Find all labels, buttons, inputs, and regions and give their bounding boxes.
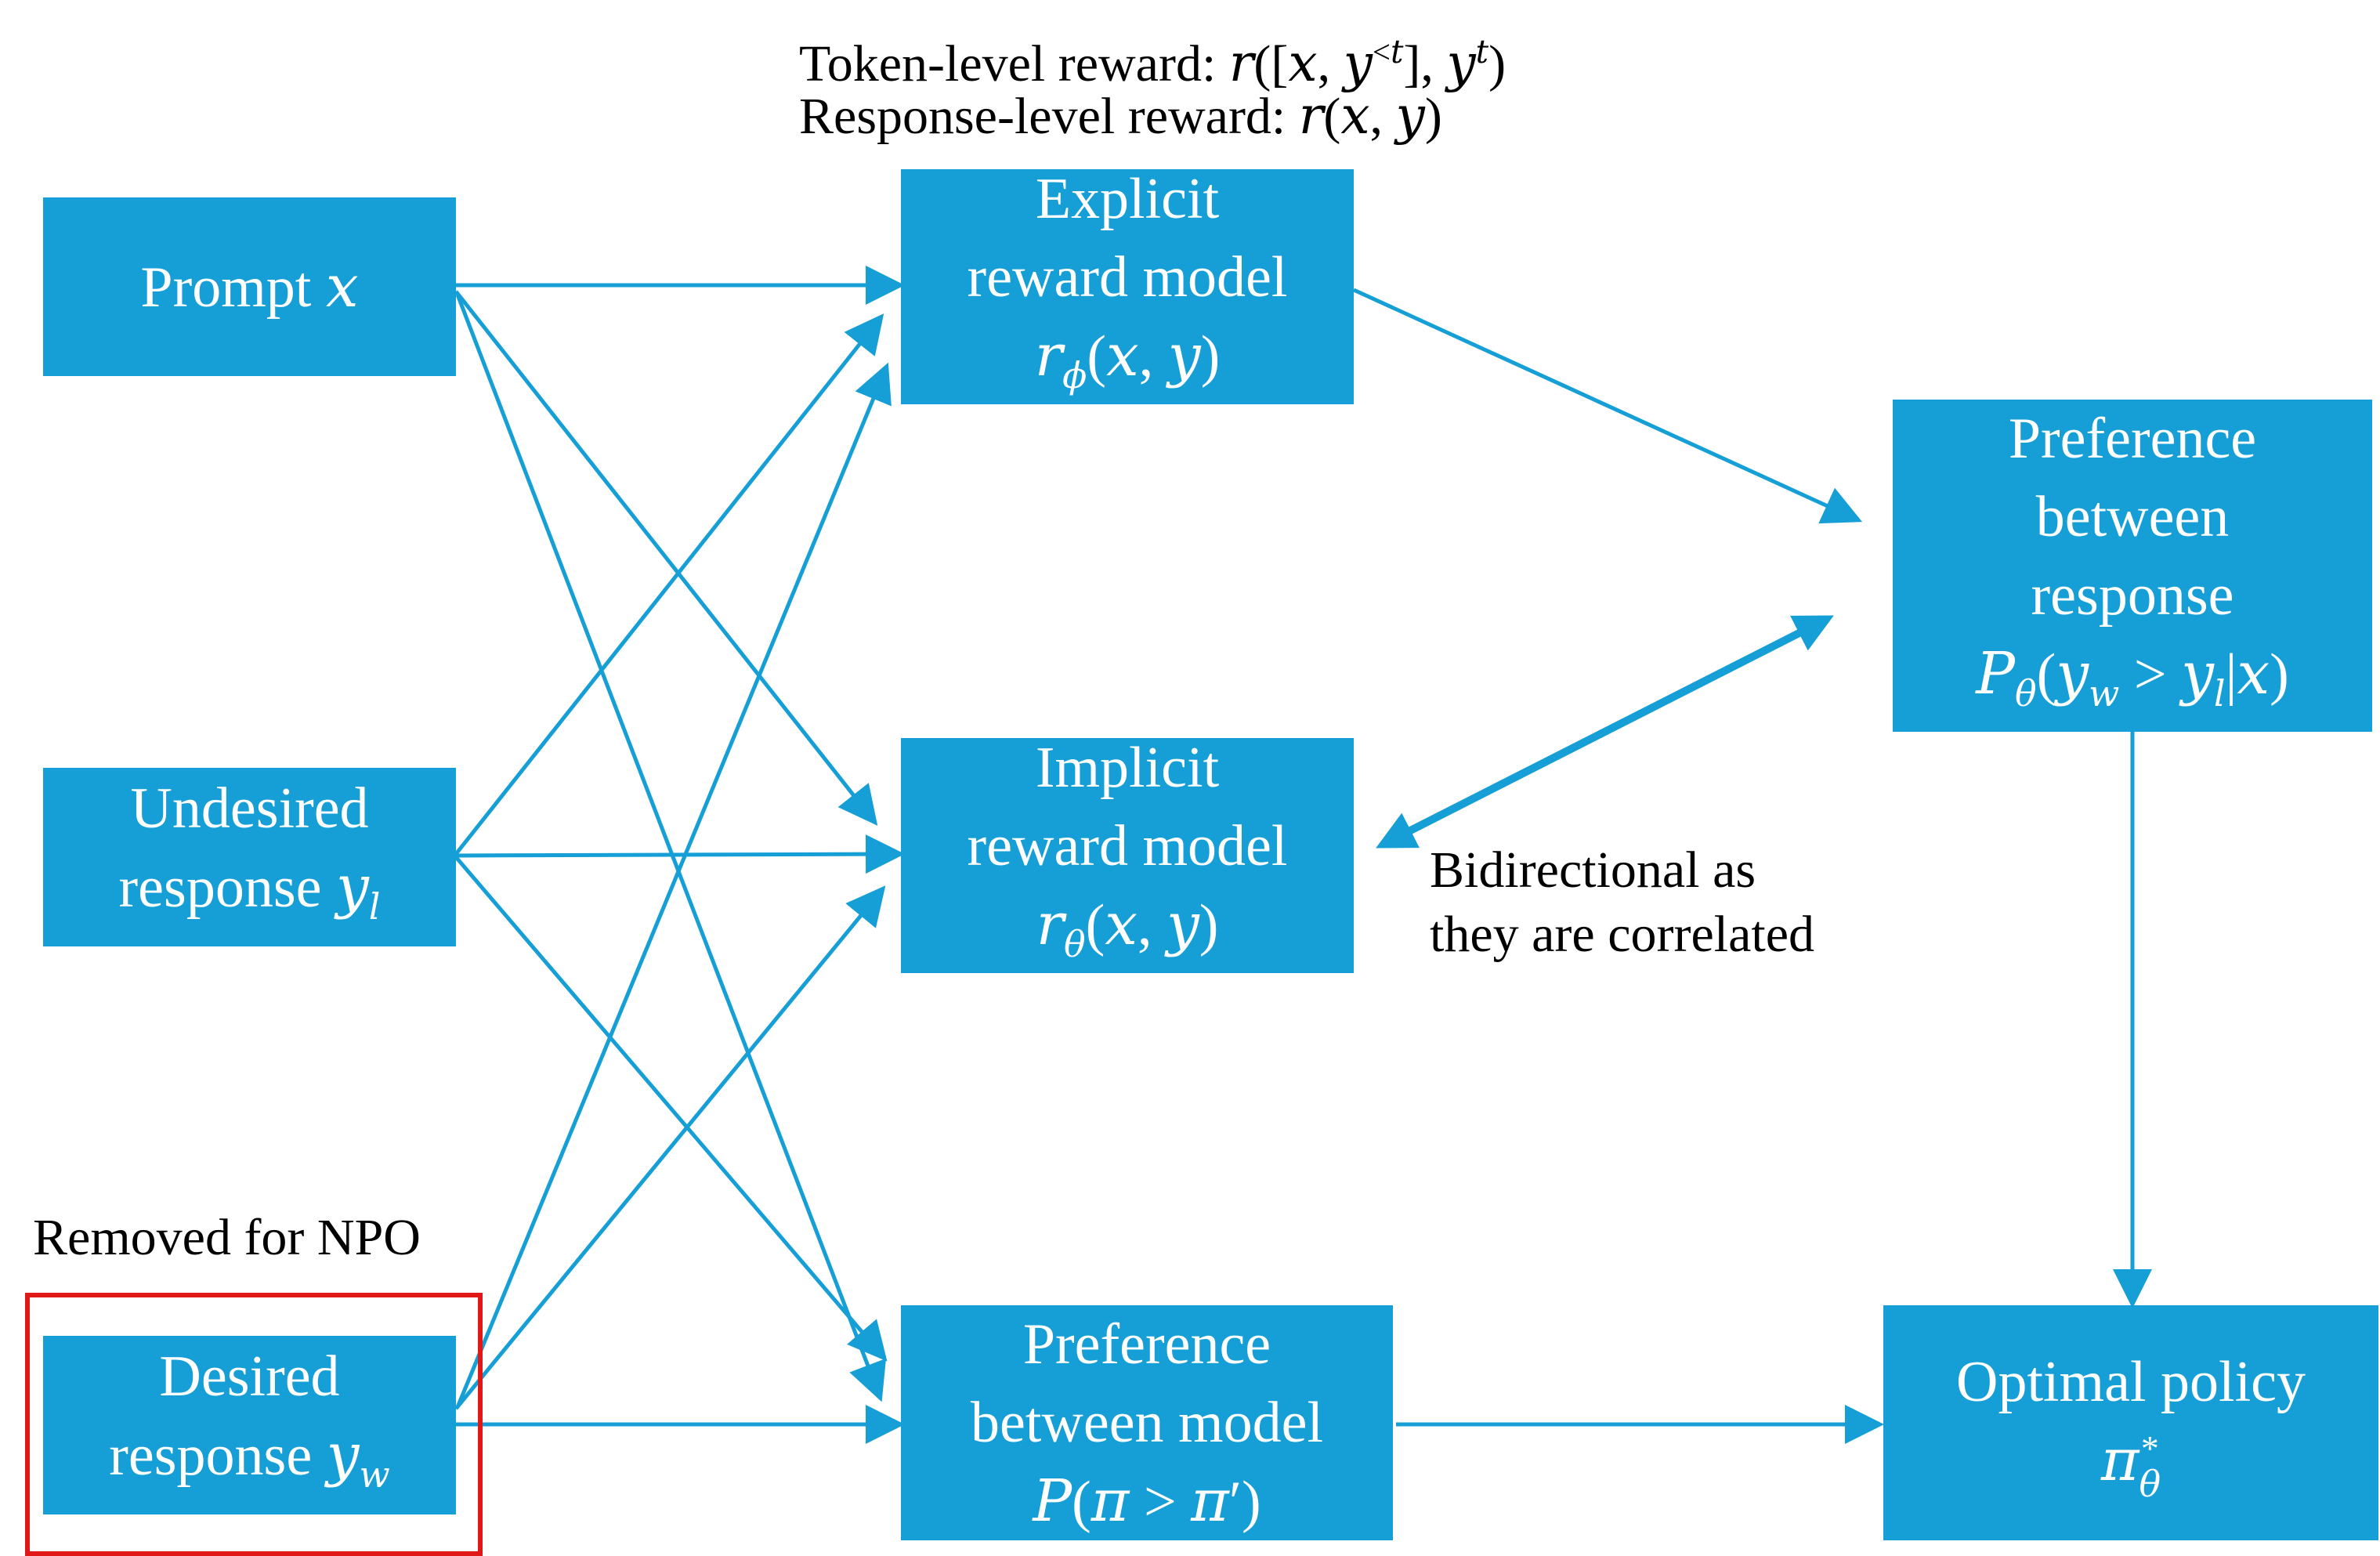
prompt-label: Prompt	[140, 255, 326, 320]
token-reward-label: Token-level reward:	[799, 35, 1229, 92]
node-desired-response: Desired response yw	[43, 1336, 456, 1514]
optimal-line1: Optimal policy	[1956, 1350, 2306, 1415]
pref-model-line2: between model	[971, 1390, 1323, 1455]
edge-desired-explicit	[455, 362, 892, 1408]
edge-prompt-implicit	[454, 290, 878, 826]
node-undesired-response: Undesired response yl	[43, 768, 456, 946]
pref-model-line1: Preference	[1022, 1312, 1271, 1377]
pref-response-line1: Preference	[2008, 406, 2257, 471]
edge-undesired-explicit	[454, 313, 884, 856]
response-reward-label: Response-level reward:	[799, 88, 1299, 145]
pref-response-line2: between	[2035, 484, 2230, 549]
removed-for-npo-label: Removed for NPO	[33, 1209, 421, 1266]
desired-line1: Desired	[159, 1344, 340, 1409]
bidirectional-note: Bidirectional as they are correlated	[1430, 838, 1814, 967]
edge-undesired-implicit	[455, 834, 905, 874]
node-preference-between-response: Preference between response Pθ(yw > yl|x…	[1893, 400, 2372, 732]
pref-response-line3: response	[2031, 563, 2234, 628]
edge-explicit-pref-response	[1352, 288, 1863, 524]
node-preference-between-model: Preference between model P(π > π′)	[901, 1305, 1393, 1540]
explicit-line1: Explicit	[1035, 166, 1220, 231]
edge-desired-implicit	[454, 885, 886, 1410]
node-implicit-reward-model: Implicit reward model rθ(x, y)	[901, 736, 1354, 973]
implicit-line2: reward model	[967, 813, 1288, 878]
bidirectional-line1: Bidirectional as	[1430, 841, 1756, 899]
node-prompt: Prompt x	[43, 197, 456, 376]
bidirectional-line2: they are correlated	[1430, 906, 1815, 963]
edge-undesired-pref-model	[454, 856, 888, 1362]
undesired-line2: response	[118, 855, 336, 920]
token-level-reward-note: Token-level reward: r([x, y<t], yt)	[799, 33, 1506, 93]
undesired-line1: Undesired	[130, 776, 369, 841]
npo-highlight-frame	[25, 1293, 483, 1556]
response-level-reward-note: Response-level reward: r(x, y)	[799, 85, 1442, 146]
node-explicit-reward-model: Explicit reward model rϕ(x, y)	[901, 167, 1354, 404]
edge-implicit-pref-response-bidirectional	[1376, 615, 1834, 849]
explicit-line2: reward model	[967, 244, 1288, 309]
implicit-line1: Implicit	[1035, 735, 1220, 800]
edge-prompt-pref-model	[455, 294, 887, 1402]
node-optimal-policy: Optimal policy π*θ	[1883, 1305, 2378, 1540]
desired-line2: response	[109, 1423, 327, 1488]
